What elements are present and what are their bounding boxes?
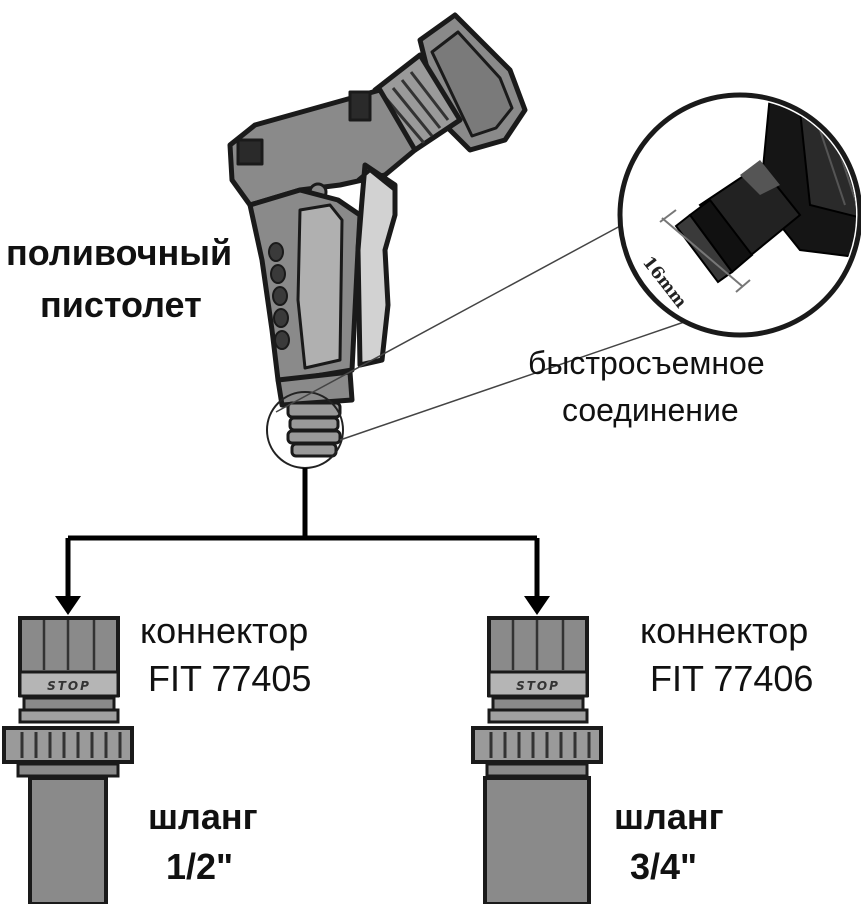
spray-gun-illustration — [227, 12, 528, 458]
callout-line-bottom — [339, 319, 691, 441]
hose-left-word: шланг — [148, 796, 258, 837]
quick-connect-label-line1: быстросъемное — [528, 345, 765, 381]
arrow-right — [524, 596, 550, 615]
gun-label-line2: пистолет — [40, 284, 202, 325]
connector-right-illustration — [471, 616, 603, 906]
gun-label-line1: поливочный — [6, 232, 233, 273]
grip-bumps — [268, 242, 290, 350]
hose-right-size: 3/4" — [630, 846, 698, 887]
hose-left-size: 1/2" — [166, 846, 234, 887]
quick-connect-inset: 16mm — [617, 92, 861, 338]
left-stop-text: STOP — [47, 679, 91, 693]
collar-ribs — [382, 71, 450, 144]
branch-lines — [65, 468, 540, 598]
right-stop-text: STOP — [516, 679, 560, 693]
hose-right-word: шланг — [614, 796, 724, 837]
connector-left-illustration — [2, 616, 134, 906]
arrow-left — [55, 596, 81, 615]
connector-left-model: FIT 77405 — [148, 658, 312, 699]
connector-left-label-line1: коннектор — [140, 610, 309, 651]
connector-right-model: FIT 77406 — [650, 658, 814, 699]
dimension-line — [661, 217, 743, 287]
callout-line-top — [275, 224, 623, 413]
connector-right-label-line1: коннектор — [640, 610, 809, 651]
right-nut-ribs — [489, 732, 591, 758]
thread-connector — [286, 401, 342, 458]
left-nut-ribs — [20, 732, 122, 758]
quick-connect-label-line2: соединение — [562, 392, 739, 428]
